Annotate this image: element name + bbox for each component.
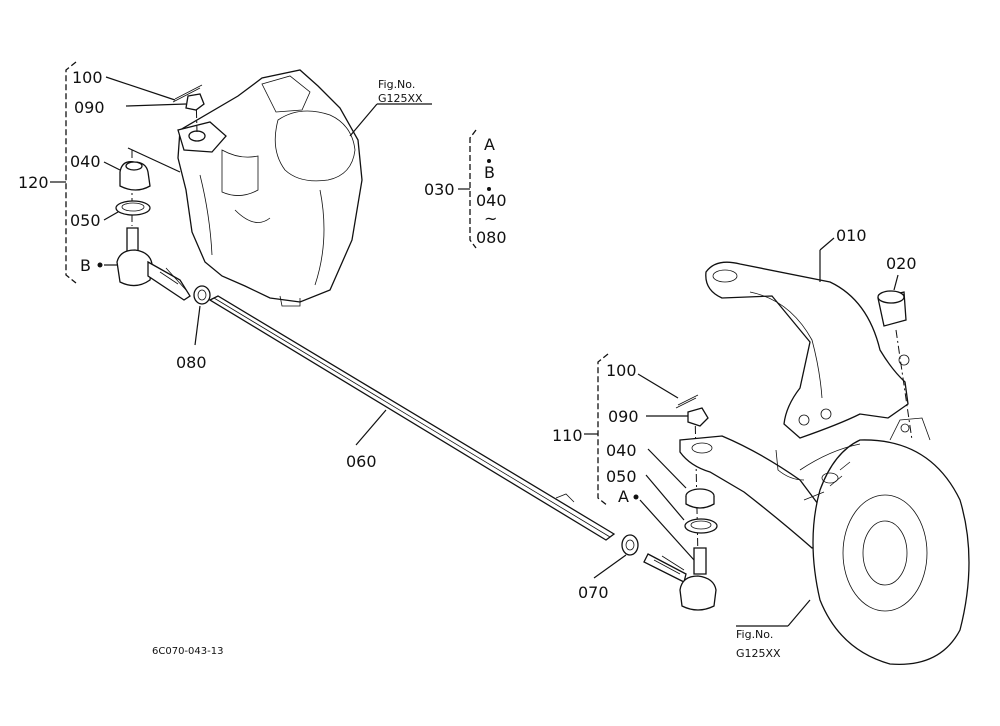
callout-a-dot (633, 494, 639, 500)
drawing-code: 6C070-043-13 (152, 646, 223, 657)
label-040-top: 040 (70, 152, 101, 171)
label-040-right: 040 (606, 441, 637, 460)
knuckle-arm-assembly (705, 261, 913, 441)
steering-cylinder-assembly (177, 69, 363, 307)
label-030: 030 (424, 180, 455, 199)
label-090-right: 090 (608, 407, 639, 426)
label-030-040: 040 (476, 191, 507, 210)
label-050-top: 050 (70, 211, 101, 230)
wheel-hub-assembly (679, 417, 970, 666)
right-tie-rod-end-assembly (633, 394, 718, 611)
fig-ref-top-line2: G125XX (378, 92, 423, 105)
label-b-top: B (80, 256, 91, 275)
fig-ref-top-line1: Fig.No. (378, 78, 415, 91)
label-030-dot-2 (487, 187, 491, 191)
label-100-top: 100 (72, 68, 103, 87)
label-030-dot-1 (487, 159, 491, 163)
label-030-b: B (484, 163, 495, 182)
label-080: 080 (176, 353, 207, 372)
left-tie-rod-end-assembly (97, 84, 211, 305)
label-030-a: A (484, 135, 495, 154)
label-060: 060 (346, 452, 377, 471)
label-030-080: 080 (476, 228, 507, 247)
label-050-right: 050 (606, 467, 637, 486)
label-100-right: 100 (606, 361, 637, 380)
group-brackets (50, 61, 609, 507)
callout-b-dot (97, 262, 103, 268)
part-labels: 100 090 040 050 120 B 080 060 030 A B 04… (18, 68, 917, 660)
label-090-top: 090 (74, 98, 105, 117)
leader-lines (103, 76, 899, 627)
label-110: 110 (552, 426, 583, 445)
label-070: 070 (578, 583, 609, 602)
label-020: 020 (886, 254, 917, 273)
fig-ref-bottom-line2: G125XX (736, 647, 781, 660)
label-010: 010 (836, 226, 867, 245)
label-a-right: A (618, 487, 629, 506)
label-030-tilde: ~ (484, 209, 497, 228)
label-120: 120 (18, 173, 49, 192)
fig-ref-bottom-line1: Fig.No. (736, 628, 773, 641)
tie-rod (208, 295, 639, 556)
